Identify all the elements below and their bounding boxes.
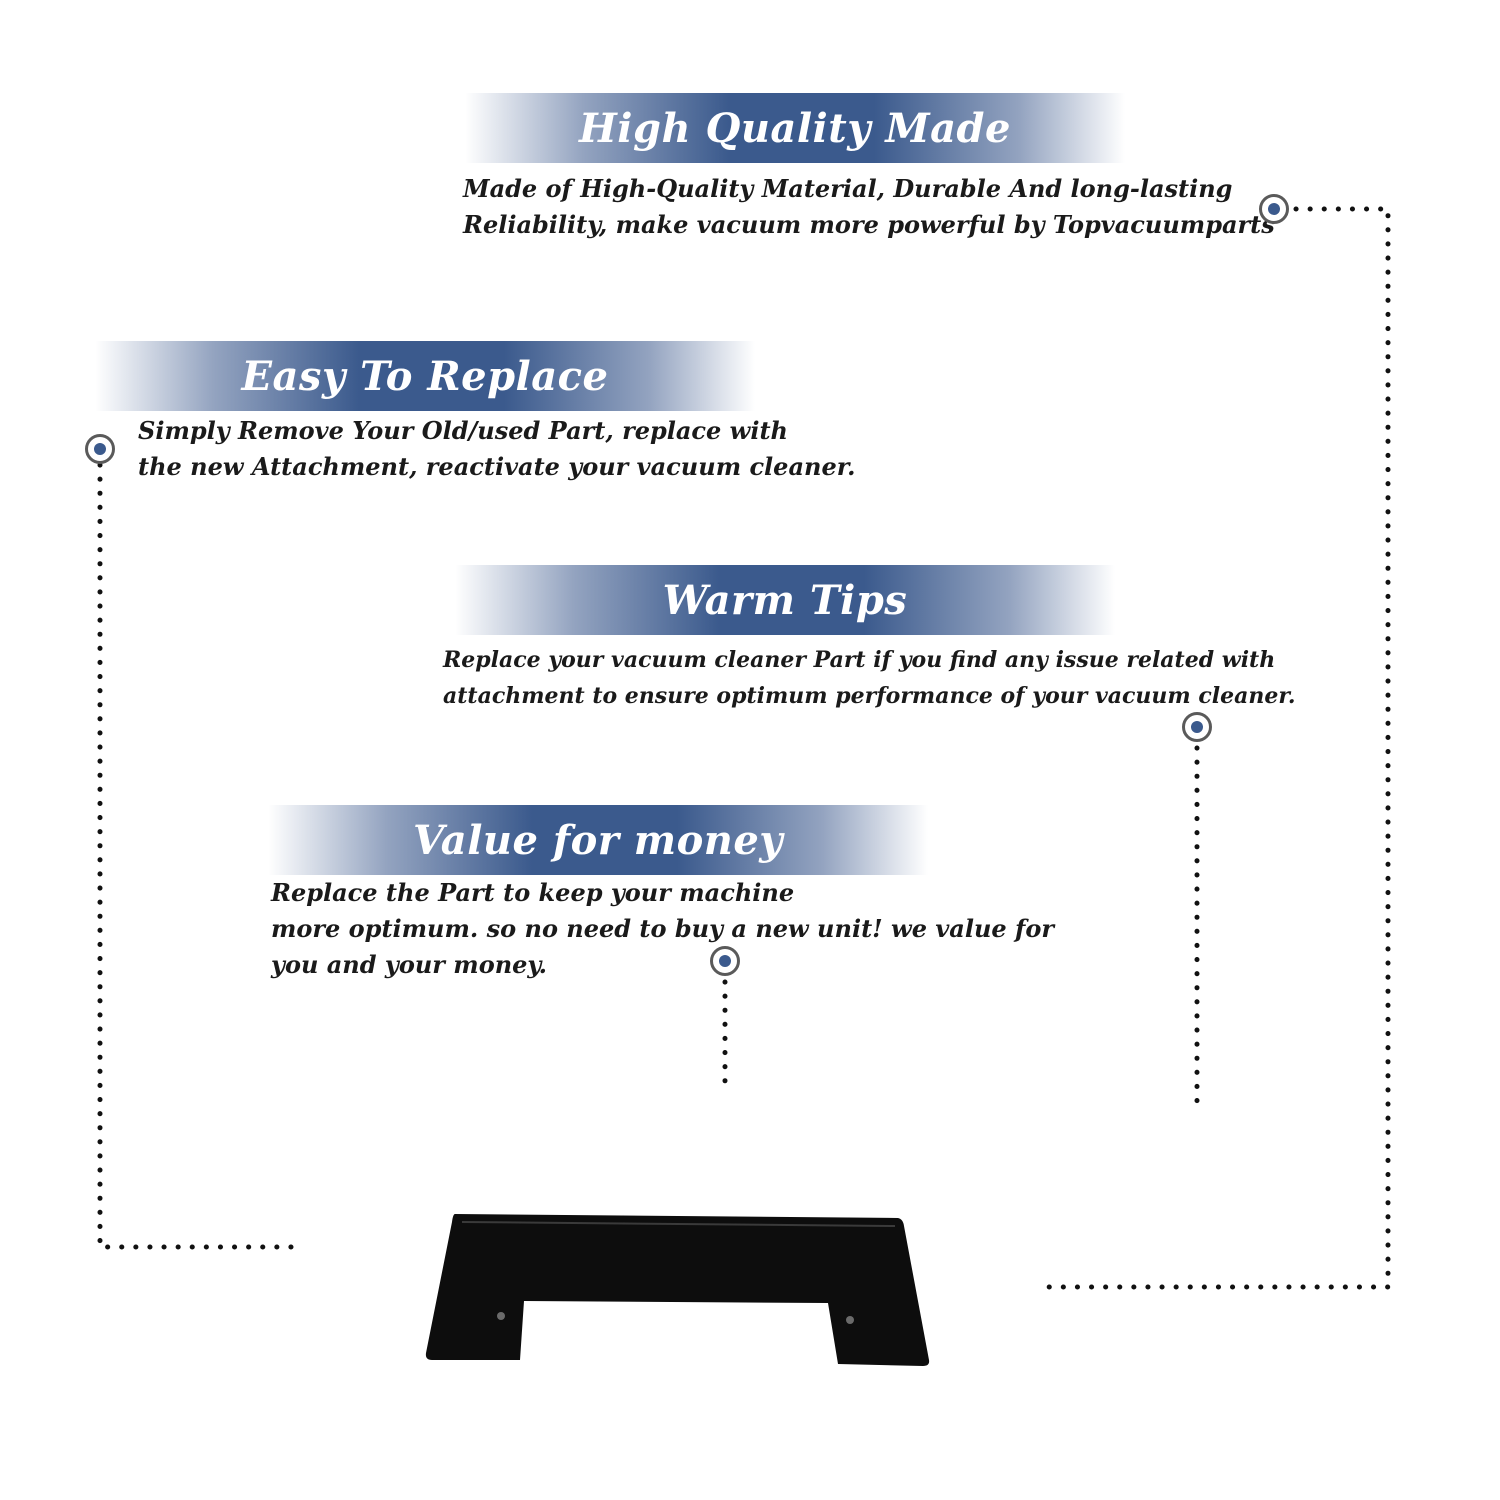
description-line: you and your money.	[271, 950, 547, 979]
description-value: Replace the Part to keep your machine mo…	[271, 875, 1054, 983]
bullet-icon	[1182, 712, 1212, 742]
description-line: Replace the Part to keep your machine	[271, 878, 795, 907]
banner-title: High Quality Made	[579, 104, 1011, 152]
description-easy-replace: Simply Remove Your Old/used Part, replac…	[138, 413, 856, 485]
connector-easy-replace	[97, 462, 301, 1250]
description-line: Simply Remove Your Old/used Part, replac…	[138, 416, 788, 445]
trim-plate-highlight	[461, 1221, 896, 1227]
banner-title: Warm Tips	[662, 576, 908, 624]
bullet-icon	[85, 434, 115, 464]
description-line: Made of High-Quality Material, Durable A…	[463, 174, 1233, 203]
banner-title: Value for money	[412, 816, 784, 864]
banner-easy-replace: Easy To Replace	[95, 341, 755, 411]
trim-plate-shape	[425, 1214, 930, 1366]
banner-high-quality: High Quality Made	[465, 93, 1125, 163]
banner-title: Easy To Replace	[241, 352, 609, 400]
bullet-icon	[710, 946, 740, 976]
bullet-icon	[1259, 194, 1289, 224]
description-line: the new Attachment, reactivate your vacu…	[138, 452, 856, 481]
banner-warm-tips: Warm Tips	[455, 565, 1115, 635]
description-high-quality: Made of High-Quality Material, Durable A…	[463, 171, 1275, 243]
description-warm-tips: Replace your vacuum cleaner Part if you …	[443, 642, 1296, 714]
screw-hole	[497, 1312, 505, 1320]
description-line: attachment to ensure optimum performance…	[443, 683, 1296, 709]
description-line: more optimum. so no need to buy a new un…	[271, 914, 1054, 943]
description-line: Reliability, make vacuum more powerful b…	[463, 210, 1275, 239]
banner-value: Value for money	[268, 805, 928, 875]
description-line: Replace your vacuum cleaner Part if you …	[443, 647, 1276, 673]
screw-hole	[846, 1316, 854, 1324]
